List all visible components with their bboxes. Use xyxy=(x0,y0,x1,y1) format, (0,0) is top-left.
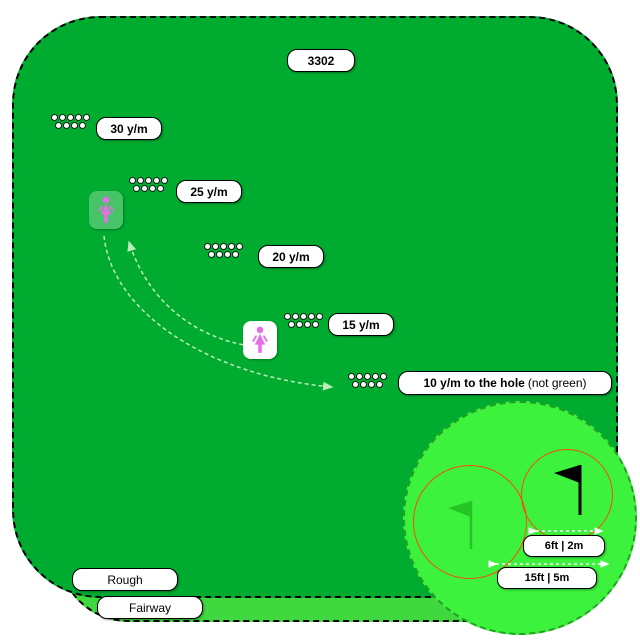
ball-cluster-15 xyxy=(279,313,327,328)
player-marker-25ym xyxy=(89,191,123,229)
ball-cluster-20 xyxy=(199,243,247,258)
rough-text: Rough xyxy=(107,572,143,587)
distance-label-15: 15 y/m xyxy=(328,313,394,336)
player-marker-15ym xyxy=(243,321,277,359)
fairway-label: Fairway xyxy=(97,596,203,619)
radius-text: 15ft | 5m xyxy=(524,572,570,584)
distance-text: 10 y/m to the hole xyxy=(423,376,525,390)
ball-cluster-25 xyxy=(124,177,172,192)
player-icon xyxy=(98,196,114,223)
distance-text: 30 y/m xyxy=(110,121,148,136)
hole-number: 3302 xyxy=(307,53,335,68)
radius-text: 6ft | 2m xyxy=(544,540,584,552)
target-ring-6ft xyxy=(521,449,613,541)
target-ring-15ft xyxy=(413,465,527,579)
distance-label-25: 25 y/m xyxy=(176,180,242,203)
putting-green-inset: 6ft | 2m 15ft | 5m xyxy=(403,401,637,635)
player-icon xyxy=(252,326,268,353)
distance-note: (not green) xyxy=(527,376,587,390)
distance-text: 15 y/m xyxy=(342,317,380,332)
ball-cluster-10 xyxy=(343,373,391,388)
distance-text: 25 y/m xyxy=(190,184,228,199)
distance-label-10: 10 y/m to the hole (not green) xyxy=(398,371,612,395)
distance-text: 20 y/m xyxy=(272,249,310,264)
hole-number-badge: 3302 xyxy=(287,49,355,72)
radius-label-6ft: 6ft | 2m xyxy=(523,535,605,557)
rough-label: Rough xyxy=(72,568,178,591)
radius-label-15ft: 15ft | 5m xyxy=(497,567,597,589)
ball-cluster-30 xyxy=(46,114,94,129)
distance-label-20: 20 y/m xyxy=(258,245,324,268)
fairway-text: Fairway xyxy=(128,600,171,615)
distance-label-30: 30 y/m xyxy=(96,117,162,140)
